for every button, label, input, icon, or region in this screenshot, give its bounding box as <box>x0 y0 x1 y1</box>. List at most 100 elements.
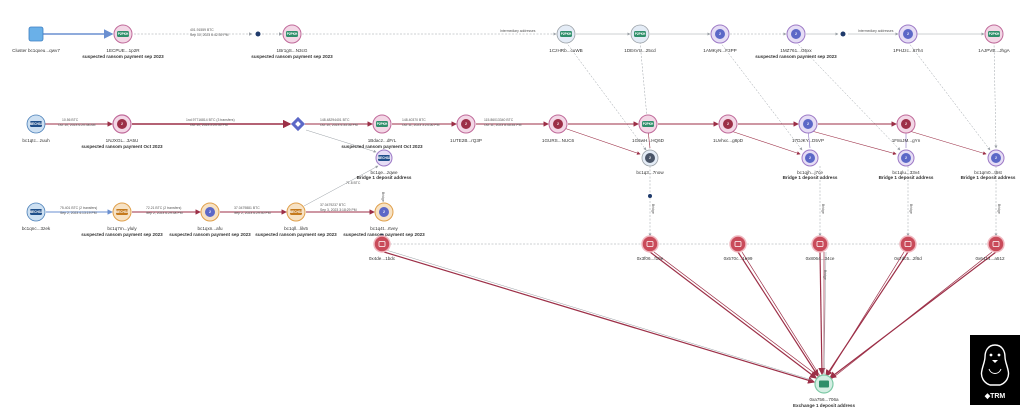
edge[interactable] <box>385 249 813 381</box>
cluster-node[interactable]: Cluster bc1qxeu...qwv7 <box>12 26 60 53</box>
node-label: 1PHJzc...67h4 <box>893 48 923 53</box>
edge[interactable] <box>807 129 897 155</box>
edge[interactable] <box>303 165 379 207</box>
service-node[interactable]: 2 1GURS...NUC6 <box>542 114 575 143</box>
mixer-node[interactable] <box>290 116 306 132</box>
edge[interactable] <box>653 251 819 377</box>
node-label: 1NJXGL...3A5U <box>106 138 139 143</box>
bridge-deposit-node[interactable]: 2 bc1q3...7now <box>636 149 664 175</box>
node-label: 1Br1gS...N3cG <box>277 48 308 53</box>
edge[interactable] <box>719 41 803 151</box>
service-node[interactable]: 2 bc1q4t...rtvey suspected ransom paymen… <box>343 202 425 237</box>
node-label: 0x8064...34ce <box>806 256 835 261</box>
service-node[interactable]: 2 1MZ761...G5xx suspected ransom payment… <box>755 24 837 59</box>
node-label: 1MZ761...G5xx <box>780 48 812 53</box>
node-label: 1GURS...NUC6 <box>542 138 575 143</box>
edge[interactable] <box>993 41 998 149</box>
bridge-deposit-node[interactable]: BECH32 bc1qe...zqwe Bridge 1 deposit add… <box>357 149 412 180</box>
edge[interactable] <box>795 41 901 151</box>
address-node[interactable]: BECH32 bc1qtc...zuuh <box>22 114 50 143</box>
node-tag: Bridge 1 deposit address <box>357 175 412 180</box>
bridge-deposit-node[interactable]: 2 bc1qjh...j7ce Bridge 1 deposit address <box>783 149 838 180</box>
badge-text: 2 <box>809 156 811 160</box>
exchange-node[interactable]: 0x570c...1e99 <box>724 235 753 261</box>
address-node[interactable]: P2PKH 1Bdacz...dFrL suspected ransom pay… <box>341 114 423 149</box>
badge-text: BECH32 <box>378 156 391 160</box>
node-label: 1UTE2B...rQ3P <box>450 138 482 143</box>
badge-text: P2PKH <box>635 32 646 36</box>
edge-label-date: Oct 10, 2023 4:35:56 PM <box>320 123 358 127</box>
trm-logo-panel: ◆TRM <box>970 335 1020 405</box>
address-node[interactable]: BECH32 bc1qll...lilv5 suspected ransom p… <box>255 202 337 237</box>
service-node[interactable]: 2 17DJKY...D5VP <box>792 114 824 143</box>
edge[interactable] <box>829 251 997 379</box>
badge-text: P2PKH <box>118 32 129 36</box>
address-node[interactable]: P2PKH 1AJPVE...JhgA <box>978 24 1011 53</box>
connector-dot[interactable] <box>255 31 261 37</box>
bridge-deposit-node[interactable]: 2 bc1qlu...33v4 Bridge 1 deposit address <box>879 149 934 180</box>
node-label: 0x570c...1e99 <box>724 256 753 261</box>
badge-text: 2 <box>719 32 721 36</box>
edge[interactable] <box>727 129 801 155</box>
edge[interactable] <box>825 251 909 378</box>
address-node[interactable]: BECH32 bc1q7m...yluly suspected ransom p… <box>81 202 163 237</box>
exchange-node[interactable]: 0x6414...a512 <box>975 235 1005 261</box>
address-node[interactable]: P2PKH 1ECPUE...1p2R suspected ransom pay… <box>82 24 164 59</box>
node-label: 1F8oJM...gYn <box>892 138 921 143</box>
exchange-node[interactable]: 0x4de...1bdc <box>369 235 396 261</box>
edge[interactable] <box>825 251 905 379</box>
edge[interactable] <box>305 129 377 153</box>
edge[interactable] <box>639 41 651 151</box>
node-tag: suspected ransom payment sep 2023 <box>81 232 163 237</box>
edge-label: 10.56 BTC <box>62 118 79 122</box>
edge[interactable] <box>818 251 826 376</box>
edge[interactable] <box>905 129 987 155</box>
node-label: bc1qtc...zuuh <box>22 138 50 143</box>
edge[interactable] <box>741 251 821 377</box>
badge-text: BECH32 <box>290 210 303 214</box>
exchange-node[interactable]: 0x7dc5...2f6d <box>894 235 922 261</box>
edge-label: Bridge <box>997 204 1001 214</box>
edge[interactable] <box>737 251 819 378</box>
service-node[interactable]: 2 1AMKyN...F3PP <box>703 24 737 53</box>
penguin-icon <box>980 344 1010 386</box>
connector-dot[interactable] <box>840 31 846 37</box>
service-node[interactable]: 2 1F8oJM...gYn <box>892 114 921 143</box>
exchange-node[interactable]: 0x8064...34ce <box>806 235 835 261</box>
node-label: 0x3f06...f19e <box>637 256 664 261</box>
service-node[interactable]: 2 1NJXGL...3A5U suspected ransom payment… <box>81 114 163 149</box>
edge[interactable] <box>563 127 641 155</box>
address-node[interactable]: P2PKH 1G6wH...HQ6D <box>632 114 665 143</box>
edge[interactable] <box>649 251 817 379</box>
badge-text: BECH32 <box>30 122 43 126</box>
address-node[interactable]: P2PKH 1Br1gS...N3cG suspected ransom pay… <box>251 24 333 59</box>
address-node[interactable]: BECH32 bc1qnc...3zek <box>22 202 51 231</box>
edge[interactable] <box>823 251 827 375</box>
edge[interactable] <box>565 41 647 151</box>
badge-text: BECH32 <box>116 210 129 214</box>
service-node[interactable]: 2 1PHJzc...67h4 <box>893 24 923 53</box>
edge[interactable] <box>907 41 991 151</box>
service-node[interactable]: 2 1UTE2B...rQ3P <box>450 114 482 143</box>
node-label: 1G6wH...HQ6D <box>632 138 665 143</box>
edge[interactable] <box>383 251 816 384</box>
service-node[interactable]: 2 1Uvhxc...g8pD <box>713 114 744 143</box>
node-tag: Exchange 1 deposit address <box>793 403 855 408</box>
edge-label: 115.86013340 BTC <box>484 118 514 122</box>
edge-label: Bridge <box>651 204 655 214</box>
connector-dot[interactable] <box>648 194 652 198</box>
edge-label-date: Sep 3, 2023 3:18:29 PM <box>320 208 357 212</box>
exchange-deposit-node[interactable]: 0xa756...706a Exchange 1 deposit address <box>793 374 855 408</box>
trm-logo-text: ◆TRM <box>984 393 1006 400</box>
edge-label: Intermediary addresses <box>500 29 536 33</box>
edge[interactable] <box>829 251 993 381</box>
exchange-node[interactable]: 0x3f06...f19e <box>637 235 664 261</box>
bridge-deposit-node[interactable]: 2 bc1qm0...t6st Bridge 1 deposit address <box>961 149 1016 180</box>
node-tag: suspected ransom payment Oct 2023 <box>341 144 423 149</box>
address-node[interactable]: P2PKH 1CzHRb...cuWB <box>549 24 583 53</box>
node-label: 17DJKY...D5VP <box>792 138 824 143</box>
node-label: 0x7dc5...2f6d <box>894 256 922 261</box>
address-node[interactable]: P2PKH 1DEsVU...25cd <box>624 24 656 53</box>
node-tag: Bridge 1 deposit address <box>879 175 934 180</box>
service-node[interactable]: 2 bc1qxn...afu suspected ransom payment … <box>169 202 251 237</box>
